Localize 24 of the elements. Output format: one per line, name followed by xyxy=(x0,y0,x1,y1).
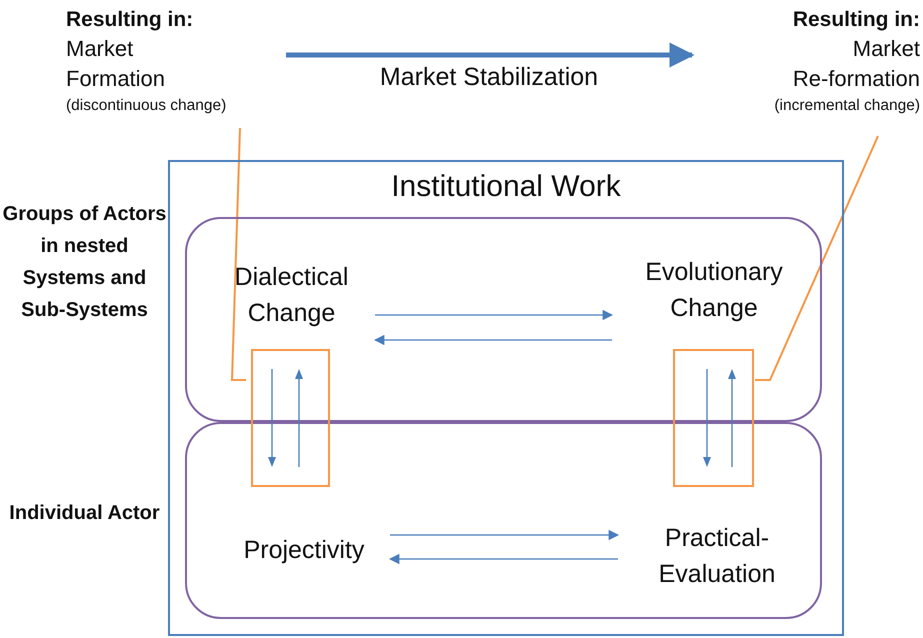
node-label: Dialectical Change xyxy=(234,262,350,330)
result-text: Market Formation xyxy=(66,35,166,94)
highlight-box xyxy=(673,349,754,487)
leader-line xyxy=(755,136,879,381)
leader-line xyxy=(230,128,246,381)
arrow xyxy=(390,530,620,540)
highlight-box xyxy=(251,349,330,487)
frame-title: Institutional Work xyxy=(390,170,622,204)
arrow xyxy=(374,334,612,346)
result-text: Market Re-formation xyxy=(792,35,920,94)
rounded-box xyxy=(185,422,822,619)
node-label: Projectivity xyxy=(242,534,366,566)
arrow xyxy=(388,554,618,564)
heading: Resulting in: xyxy=(66,7,194,33)
node-label: Practical-Evaluation xyxy=(658,522,776,590)
side-label: Groups of Actors in nested Systems and Sub-Systems xyxy=(2,202,167,323)
note: (incremental change) xyxy=(774,96,920,116)
heading: Resulting in: xyxy=(792,7,920,33)
note: (discontinuous change) xyxy=(66,96,226,116)
rounded-box xyxy=(185,217,822,422)
side-label: Individual Actor xyxy=(8,501,161,526)
node-label: Evolutionary Change xyxy=(644,257,784,324)
arrow xyxy=(375,310,614,320)
arrow xyxy=(286,42,694,68)
